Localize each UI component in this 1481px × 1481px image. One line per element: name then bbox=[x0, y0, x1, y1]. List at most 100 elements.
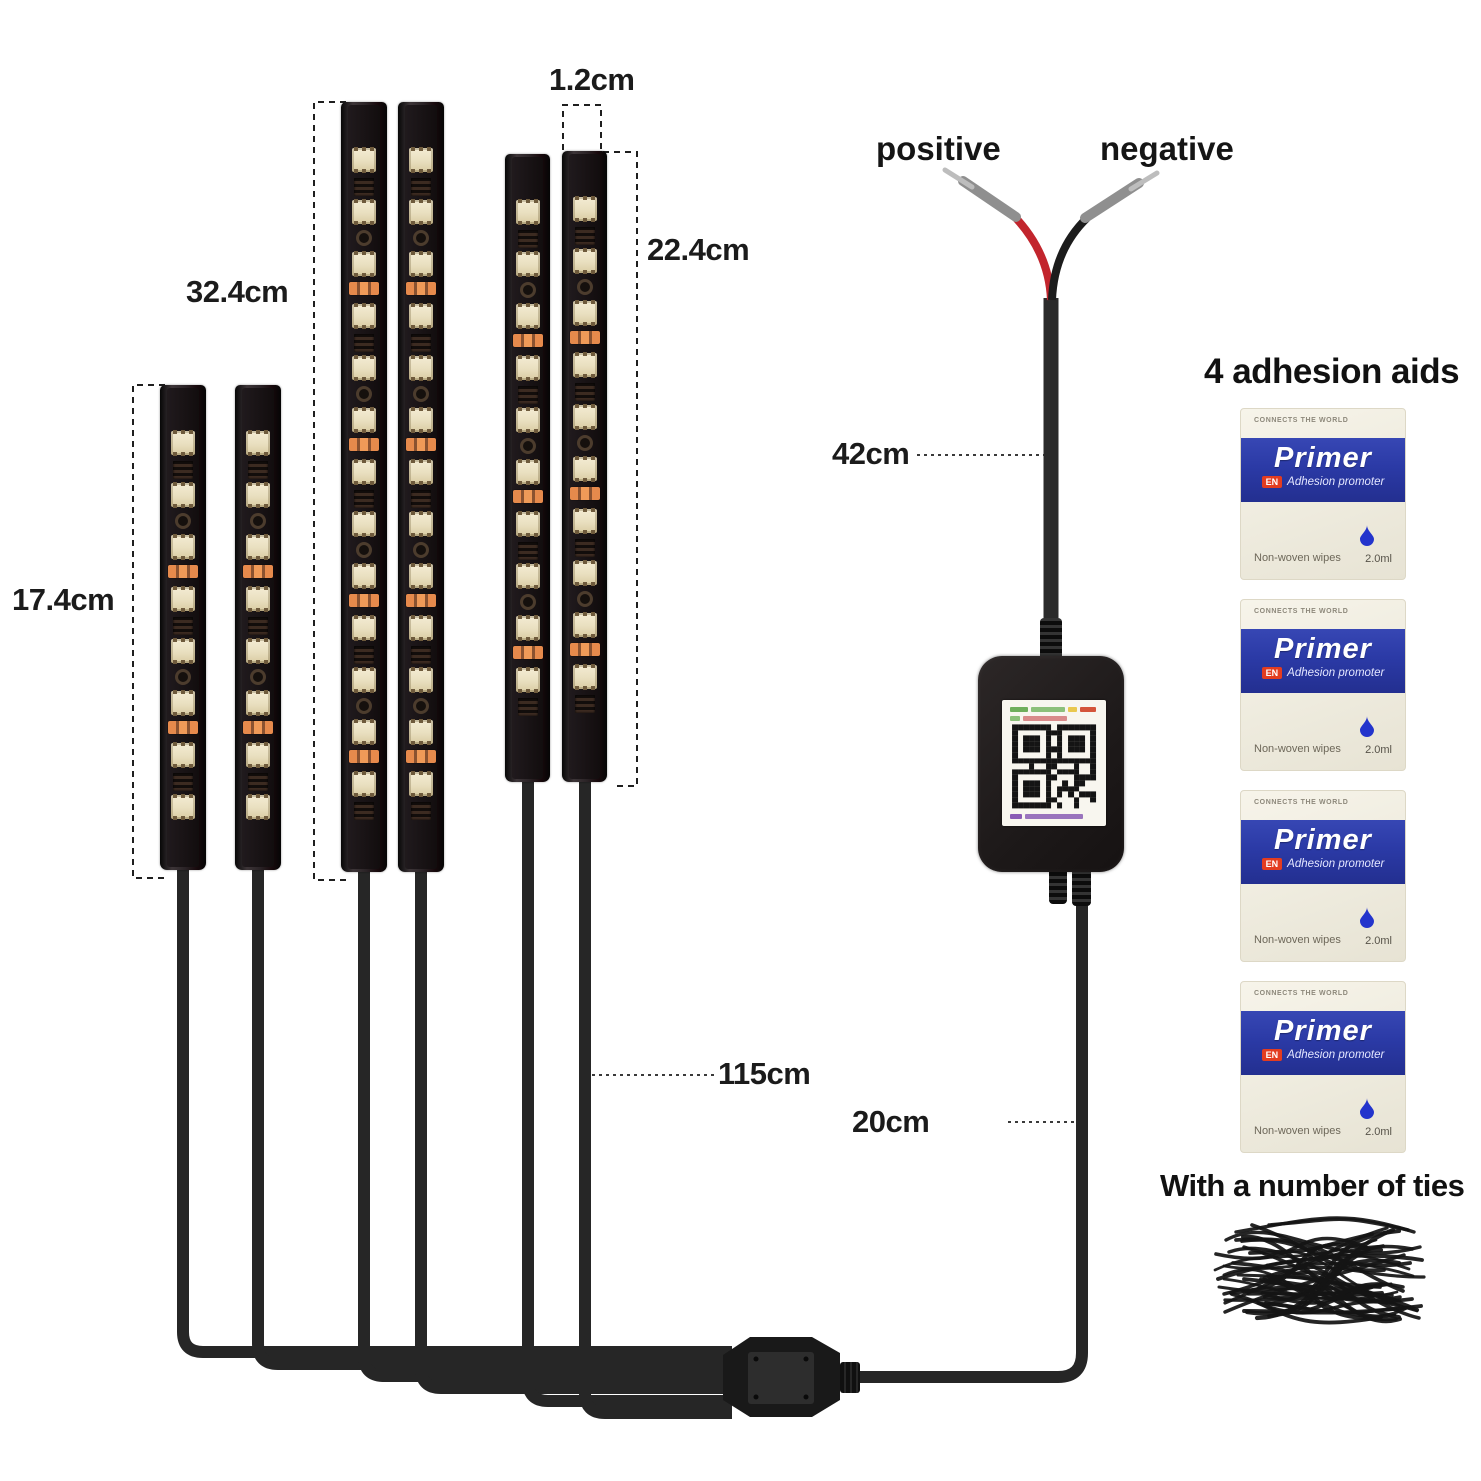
packet-blue-band: Primer EN Adhesion promoter bbox=[1241, 820, 1405, 884]
qr-cell bbox=[1056, 741, 1063, 747]
label-negative: negative bbox=[1100, 130, 1234, 167]
qr-cell bbox=[1028, 735, 1035, 742]
qr-cell bbox=[1090, 797, 1096, 803]
negative-wire-black bbox=[1048, 215, 1090, 301]
qr-cell bbox=[1028, 724, 1035, 730]
splitter-screw bbox=[753, 1394, 759, 1400]
led-chip bbox=[572, 248, 597, 274]
led-chip bbox=[409, 771, 433, 797]
packet-header-text: CONNECTS THE WORLD bbox=[1254, 608, 1349, 615]
qr-cell bbox=[1051, 729, 1057, 736]
circuit-component bbox=[175, 669, 191, 685]
qr-cell bbox=[1067, 724, 1074, 730]
dashed-box-17cm bbox=[132, 384, 165, 879]
qr-cell bbox=[1023, 802, 1029, 809]
qr-cell bbox=[1034, 791, 1041, 798]
splitter-output-wire bbox=[852, 898, 1088, 1383]
qr-cell bbox=[1062, 769, 1068, 775]
qr-cell bbox=[1028, 785, 1035, 792]
controller-top-strain-relief bbox=[1040, 618, 1062, 660]
resistor-component bbox=[349, 438, 379, 451]
circuit-traces bbox=[411, 802, 431, 820]
led-chip bbox=[352, 615, 376, 641]
qr-cell bbox=[1056, 785, 1063, 792]
strip-wire-5 bbox=[522, 778, 732, 1407]
qr-cell bbox=[1017, 724, 1024, 730]
qr-cell bbox=[1056, 791, 1063, 798]
cable-tie bbox=[1256, 1301, 1411, 1315]
circuit-traces bbox=[411, 334, 431, 352]
circuit-traces bbox=[248, 461, 268, 479]
qr-cell bbox=[1067, 746, 1074, 753]
circuit-component bbox=[413, 386, 429, 402]
led-chip bbox=[352, 407, 376, 433]
qr-cell bbox=[1028, 769, 1035, 775]
qr-cell bbox=[1062, 757, 1068, 764]
qr-cell bbox=[1051, 797, 1057, 803]
led-chip bbox=[515, 615, 540, 641]
qr-cell bbox=[1023, 769, 1029, 775]
qr-cell bbox=[1090, 791, 1096, 798]
qr-cell bbox=[1012, 769, 1018, 775]
qr-cell bbox=[1056, 802, 1063, 809]
qr-cell bbox=[1045, 735, 1052, 742]
led-chip bbox=[171, 482, 195, 508]
circuit-component bbox=[519, 594, 536, 610]
led-chip bbox=[572, 560, 597, 586]
led-chip bbox=[409, 615, 433, 641]
qr-cell bbox=[1056, 752, 1063, 758]
label-32cm: 32.4cm bbox=[186, 274, 289, 309]
led-chip bbox=[572, 300, 597, 326]
led-chip bbox=[515, 407, 540, 433]
label-20cm: 20cm bbox=[852, 1104, 930, 1139]
led-chip bbox=[352, 771, 376, 797]
led-chip bbox=[352, 563, 376, 589]
qr-cell bbox=[1023, 791, 1029, 798]
qr-cell bbox=[1012, 735, 1018, 742]
qr-cell bbox=[1090, 769, 1096, 775]
strip-wire-2 bbox=[252, 868, 732, 1370]
circuit-traces bbox=[411, 490, 431, 508]
label-115cm: 115cm bbox=[718, 1056, 811, 1091]
packet-brand: Primer bbox=[1274, 1015, 1372, 1047]
circuit-traces bbox=[411, 646, 431, 664]
led-chip bbox=[171, 690, 195, 716]
circuit-traces bbox=[248, 773, 268, 791]
qr-cell bbox=[1067, 741, 1074, 747]
led-chip bbox=[515, 199, 540, 225]
led-chip bbox=[409, 199, 433, 225]
label-1-2cm: 1.2cm bbox=[549, 62, 635, 97]
led-strip-long-2 bbox=[398, 102, 444, 872]
packet-language-badge: EN bbox=[1261, 1049, 1283, 1061]
circuit-component bbox=[519, 438, 536, 454]
positive-terminal-tip bbox=[942, 167, 975, 190]
qr-cell bbox=[1079, 791, 1085, 798]
led-chip bbox=[515, 251, 540, 277]
qr-cell bbox=[1090, 803, 1096, 809]
print-mark bbox=[1025, 814, 1083, 819]
circuit-component bbox=[175, 513, 191, 529]
circuit-component bbox=[576, 435, 593, 451]
circuit-component bbox=[413, 230, 429, 246]
led-chip bbox=[171, 638, 195, 664]
qr-cell bbox=[1028, 763, 1035, 770]
circuit-component bbox=[250, 669, 266, 685]
resistor-component bbox=[349, 594, 379, 607]
negative-terminal-tip bbox=[1128, 170, 1160, 192]
splitter-screw bbox=[803, 1356, 809, 1362]
primer-packet-3: CONNECTS THE WORLD Primer EN Adhesion pr… bbox=[1240, 790, 1406, 962]
led-chip bbox=[352, 355, 376, 381]
cable-ties-bundle bbox=[1213, 1216, 1426, 1325]
led-chip bbox=[352, 147, 376, 173]
primer-packet-4: CONNECTS THE WORLD Primer EN Adhesion pr… bbox=[1240, 981, 1406, 1153]
cable-tie bbox=[1230, 1292, 1383, 1325]
splitter-neck-ribs bbox=[844, 1362, 858, 1393]
led-chip bbox=[171, 742, 195, 768]
led-strip-medium-1 bbox=[505, 154, 550, 782]
circuit-component bbox=[356, 698, 372, 714]
qr-cell bbox=[1028, 741, 1035, 747]
qr-cell bbox=[1056, 735, 1063, 742]
circuit-traces bbox=[574, 695, 595, 713]
cable-tie bbox=[1231, 1261, 1382, 1289]
led-chip bbox=[515, 355, 540, 381]
